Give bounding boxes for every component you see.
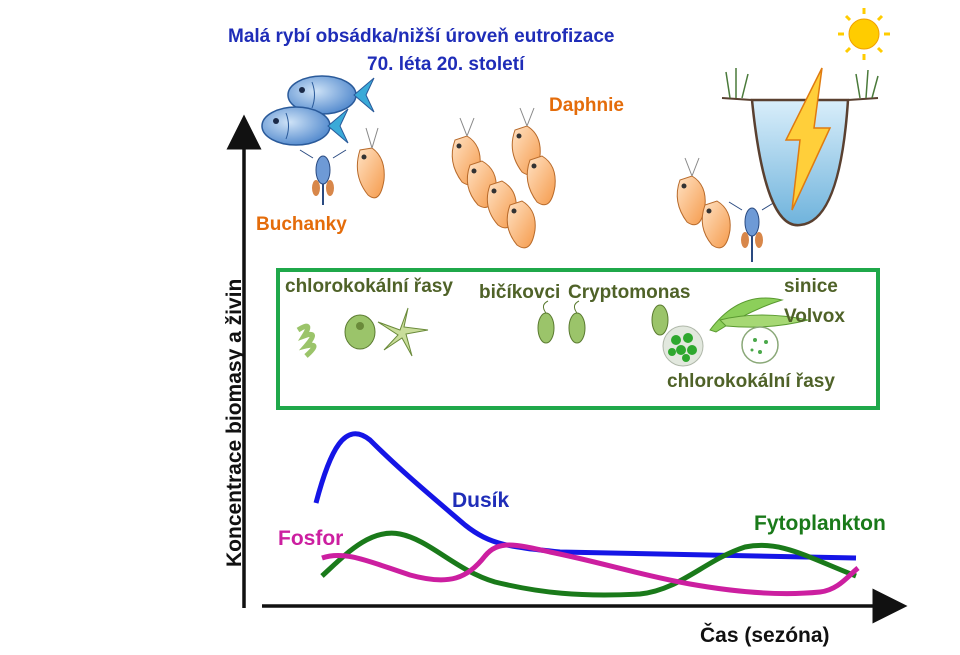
chlorococcal-algae-icon [377,307,429,357]
lake-icon [721,67,879,227]
flagellate-icon [537,300,586,344]
fish-icon [261,106,349,146]
cryptomonas-label: Cryptomonas [568,282,691,303]
daphnia-icon [356,127,385,199]
cryptomonas-icon [651,304,669,336]
daphnia-icon [676,157,706,226]
dusik-label: Dusík [452,489,510,512]
colony-icon [662,325,704,367]
copepod-icon [728,201,776,262]
fosfor-label: Fosfor [278,527,344,550]
fosfor-curve [321,542,860,597]
chlorococcal-algae-icon [296,323,317,358]
daphnia-icon [701,200,731,249]
x-axis-label: Čas (sezóna) [700,624,830,647]
fytoplankton-curve [320,530,857,598]
copepod-icon [299,149,347,205]
fytoplankton-label: Fytoplankton [754,512,886,535]
daphnia-icon [526,155,556,206]
chlorococcal-label-2: chlorokokální řasy [667,371,835,392]
phytoplankton-box [276,268,880,410]
daphnia-icon [506,200,536,249]
sun-icon [838,8,890,60]
diagram-title: Malá rybí obsádka/nižší úroveň eutrofiza… [228,26,615,47]
daphnia-label: Daphnie [549,95,624,116]
cyanobacteria-label: sinice [784,276,838,297]
flagellates-label: bičíkovci [479,282,561,303]
volvox-label: Volvox [784,306,845,327]
copepod-label: Buchanky [256,214,347,235]
cyanobacteria-icon [709,297,809,333]
y-axis-label: Koncentrace biomasy a živin [223,278,246,567]
dusik-curve [313,431,857,561]
diagram-subtitle: 70. léta 20. století [367,54,525,75]
chlorococcal-label: chlorokokální řasy [285,276,453,297]
chlorococcal-algae-icon [344,314,376,350]
fish-icon [287,75,375,115]
volvox-icon [741,326,779,364]
